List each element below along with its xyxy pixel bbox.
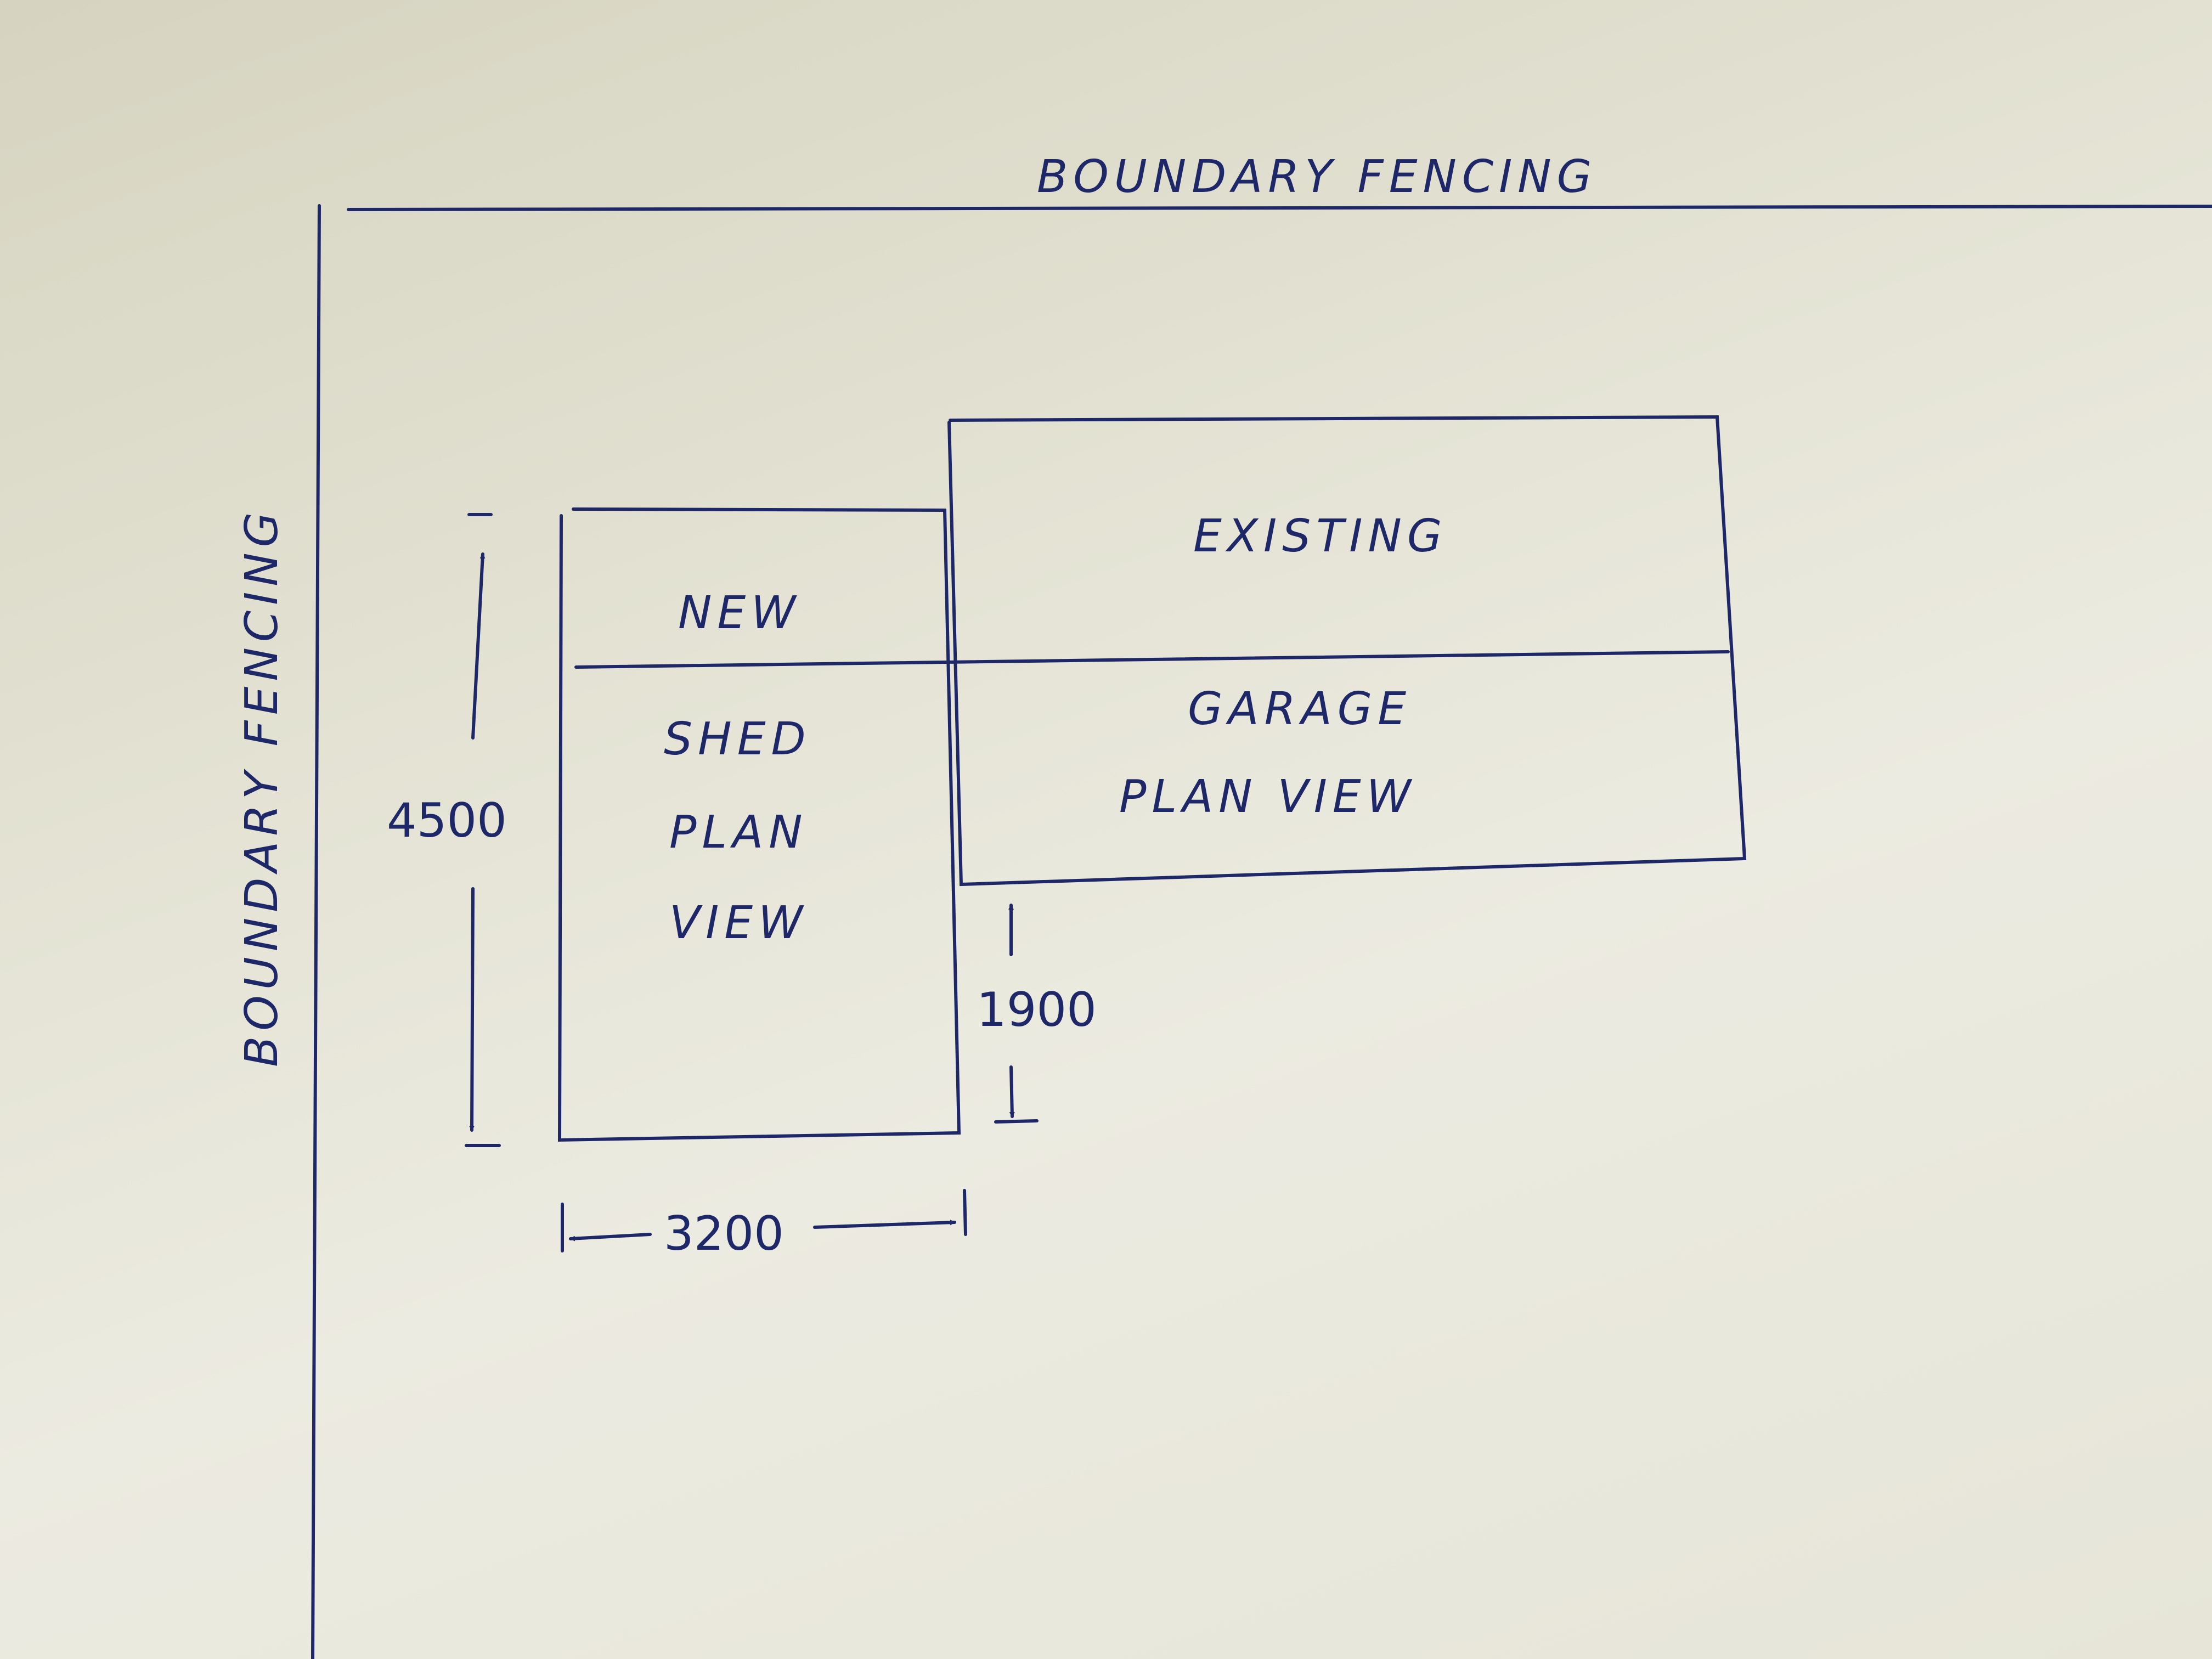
offset-dimension: 1900 [977, 983, 1097, 1037]
existing-garage-outline [947, 415, 1747, 887]
top-boundary-fence-line [347, 205, 2212, 211]
new-shed-outline [557, 507, 961, 1142]
shed-label-plan: PLAN [669, 806, 808, 859]
dim-arrow-down [1009, 1065, 1015, 1118]
dim-arrow-right [813, 1220, 956, 1229]
left-boundary-fence-line [311, 204, 321, 1659]
left-boundary-label: BOUNDARY FENCING [236, 507, 288, 1067]
garage-label-plan-view: PLAN VIEW [1119, 771, 1417, 823]
top-boundary-label: BOUNDARY FENCING [1037, 151, 1597, 203]
dim-tick [994, 1119, 1039, 1124]
plan-divider-line [574, 650, 1730, 669]
dim-arrow-up [471, 552, 486, 740]
garage-label-existing: EXISTING [1193, 510, 1447, 562]
dim-arrow-left [569, 1233, 652, 1242]
shed-label-new: NEW [678, 587, 801, 639]
dim-tick [963, 1189, 967, 1236]
dim-arrow-down [469, 887, 475, 1132]
shed-width-dimension: 3200 [664, 1206, 784, 1261]
shed-label-view: VIEW [669, 897, 808, 949]
garage-label-garage: GARAGE [1188, 683, 1412, 735]
shed-label-shed: SHED [664, 713, 811, 765]
shed-depth-dimension: 4500 [387, 793, 507, 848]
